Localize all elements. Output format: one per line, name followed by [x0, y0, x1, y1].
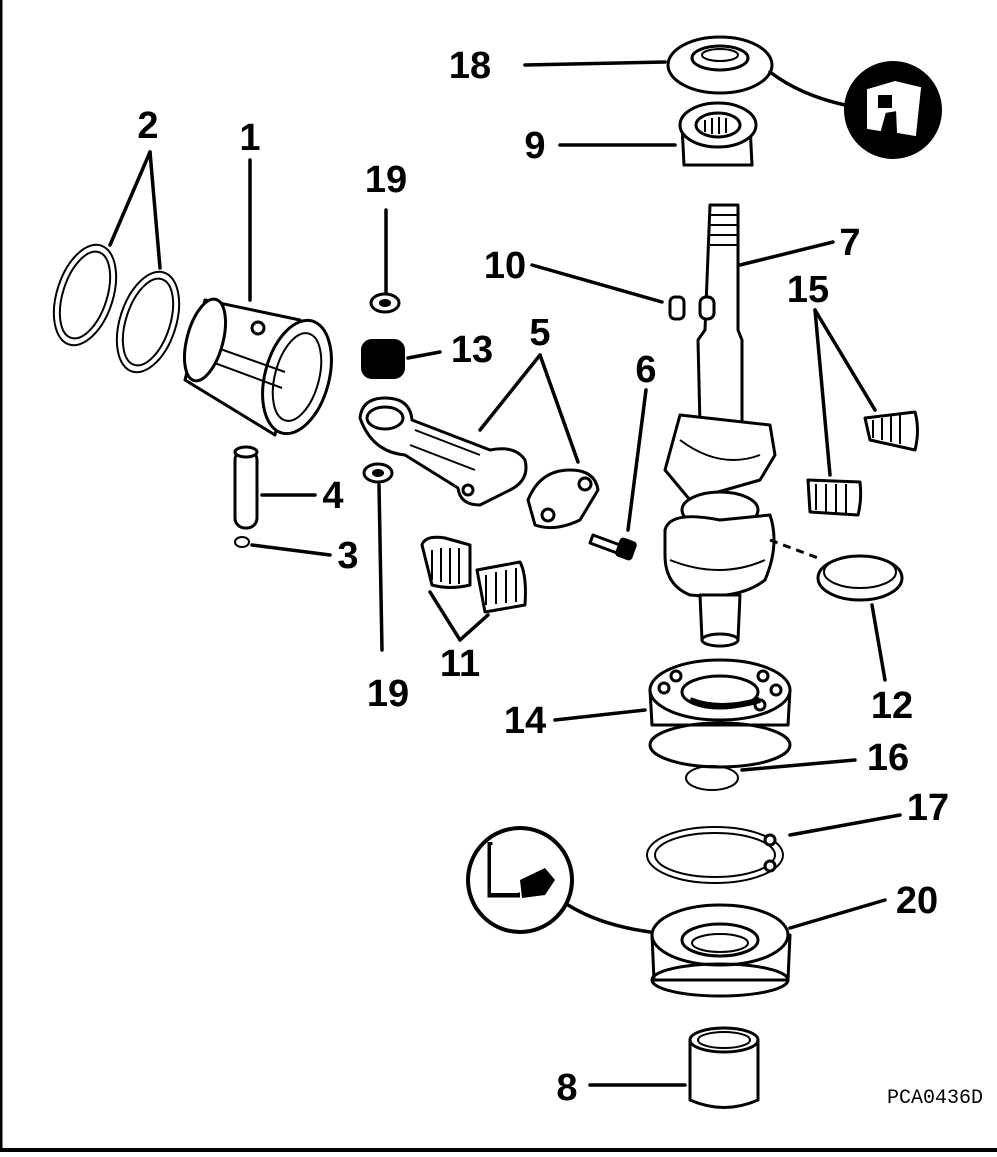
sealer-tube-icon — [844, 61, 942, 159]
upper-bearing — [678, 101, 758, 167]
wrist-pin-bearing — [361, 339, 405, 379]
callout-8: 8 — [556, 1067, 577, 1109]
leader-line-17 — [788, 813, 902, 837]
callout-7: 7 — [839, 222, 860, 264]
lubricant-tube-icon — [466, 826, 574, 934]
leader-line-16 — [740, 758, 857, 772]
leader-line-7 — [738, 240, 835, 267]
crankshaft-key — [668, 295, 686, 321]
callout-19-top: 19 — [365, 159, 407, 201]
callout-13: 13 — [451, 329, 493, 371]
crankshaft — [663, 203, 777, 648]
callout-3: 3 — [337, 535, 358, 577]
leader-line-lubricant — [566, 903, 652, 934]
callout-15: 15 — [787, 269, 829, 311]
drawing-code: PCA0436D — [887, 1087, 983, 1110]
thrust-washer-top — [369, 292, 401, 314]
callout-19-bottom: 19 — [367, 673, 409, 715]
callout-6: 6 — [635, 349, 656, 391]
upper-seal — [666, 35, 774, 95]
dashed-guide-12 — [769, 538, 819, 560]
callout-9: 9 — [524, 125, 545, 167]
thrust-washer-bottom — [362, 462, 394, 484]
rod-cap-screw — [588, 533, 637, 561]
callout-4: 4 — [322, 475, 343, 517]
rod-bearing-halves — [420, 535, 527, 614]
main-bearing-halves — [806, 410, 919, 517]
callout-18: 18 — [449, 45, 491, 87]
bearing-retaining-ring — [685, 765, 739, 791]
leader-line-10 — [530, 263, 664, 304]
leader-line-12 — [870, 603, 887, 682]
large-retaining-ring — [646, 826, 784, 884]
seal-ring — [816, 554, 904, 602]
callout-17: 17 — [907, 787, 949, 829]
leader-line-18 — [523, 60, 667, 67]
lower-bushing — [688, 1026, 760, 1109]
leader-line-13 — [406, 350, 442, 360]
lower-ball-bearing — [648, 658, 792, 769]
connecting-rod-cap — [526, 468, 600, 530]
leader-line-6 — [626, 388, 648, 532]
callout-12: 12 — [871, 685, 913, 727]
leader-line-3 — [250, 543, 332, 557]
callout-10: 10 — [484, 245, 526, 287]
callout-16: 16 — [867, 737, 909, 779]
callout-20: 20 — [896, 880, 938, 922]
leader-lines-15 — [813, 308, 877, 477]
leader-line-19-bottom — [377, 483, 384, 652]
leader-lines-11 — [428, 590, 490, 642]
leader-line-sealer — [768, 70, 847, 107]
callout-11: 11 — [440, 643, 480, 685]
piston-pin — [233, 445, 259, 530]
connecting-rod — [358, 396, 528, 507]
leader-line-14 — [553, 708, 647, 722]
callout-2: 2 — [137, 105, 158, 147]
lower-seal — [650, 903, 792, 998]
callout-5: 5 — [529, 312, 550, 354]
piston — [182, 297, 333, 437]
piston-rings — [52, 243, 181, 374]
leader-line-20 — [788, 898, 887, 930]
callout-1: 1 — [239, 117, 260, 159]
pin-retainer — [234, 536, 250, 548]
leader-lines-2 — [108, 150, 162, 270]
leader-lines-5 — [478, 353, 580, 464]
callout-14: 14 — [504, 700, 546, 742]
